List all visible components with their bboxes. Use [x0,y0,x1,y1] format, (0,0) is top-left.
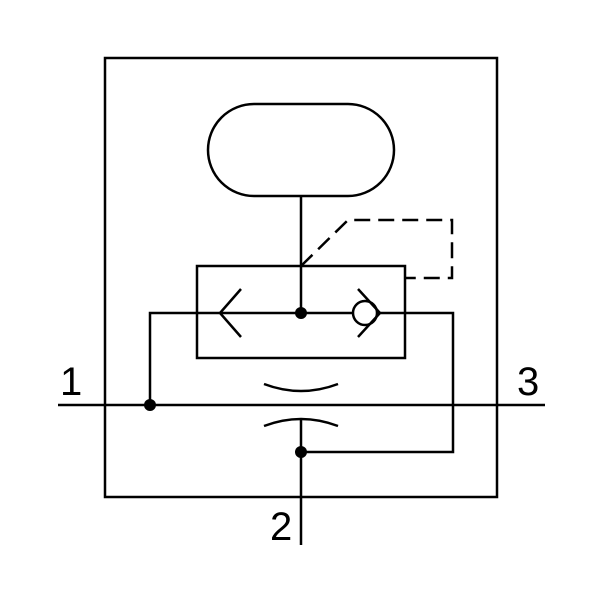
junction-dot-port1 [144,399,156,411]
port-label-2: 2 [270,505,292,549]
port-label-3: 3 [517,360,539,404]
check-ball-icon [351,299,379,327]
reservoir-capsule [206,102,396,198]
junction-dot-valve [295,307,307,319]
left-arrow-icon [218,288,242,338]
pilot-dashed-line [300,218,454,280]
port-label-1: 1 [60,360,82,404]
left-flow-line [148,311,353,405]
throttle-arc-bottom [263,417,339,428]
junction-dot-port2 [295,446,307,458]
check-seat-icon [357,288,382,338]
throttle-arc-top [263,382,339,393]
right-flow-line [301,311,455,454]
